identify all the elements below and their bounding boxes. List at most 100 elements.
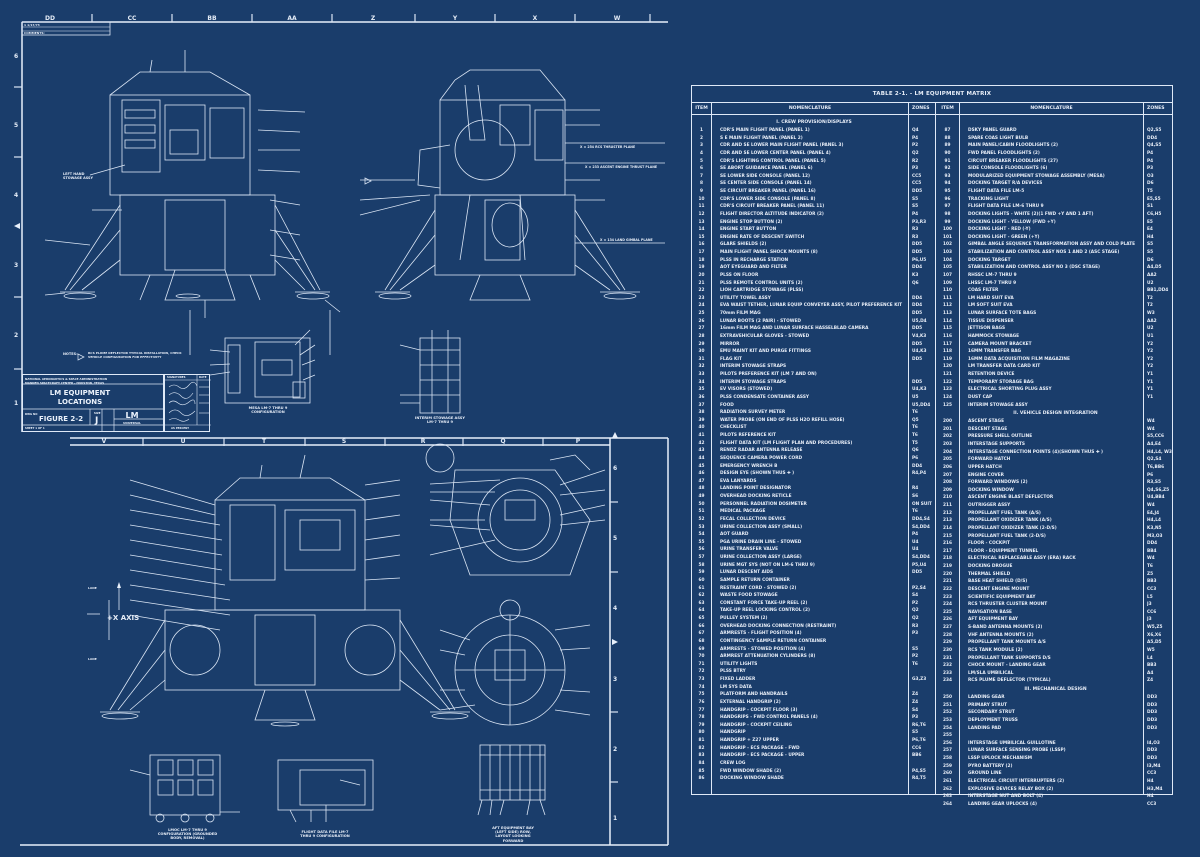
- item-number: 1: [700, 128, 703, 133]
- item-number: 111: [943, 295, 952, 301]
- item-number: 216: [943, 541, 952, 547]
- item-number: 254: [943, 725, 952, 731]
- nomenclature-cell: CDR'S LOWER SIDE CONSOLE (PANEL 8): [720, 196, 816, 202]
- item-number: 226: [943, 617, 952, 623]
- zones-cell: Q6: [912, 280, 919, 286]
- nomenclature-cell: UPPER HATCH: [968, 464, 1002, 470]
- zones-cell: R3: [912, 234, 919, 240]
- item-number: 232: [943, 663, 952, 669]
- zones-cell: P3: [912, 631, 919, 637]
- item-number: 90: [944, 150, 951, 156]
- zones-cell: BB3: [1147, 579, 1157, 585]
- zones-cell: Y1: [1147, 372, 1154, 377]
- item-number: 250: [943, 695, 952, 700]
- zones-cell: [1147, 402, 1172, 410]
- nomenclature-cell: ENGINE RATE OF DESCENT SWITCH: [720, 234, 805, 240]
- item-number: 257: [943, 748, 952, 754]
- zones-cell: DD3: [1147, 710, 1158, 716]
- zones-cell: Q2: [912, 608, 919, 614]
- item-number: 60: [698, 577, 705, 583]
- zones-cell: U2: [1147, 326, 1154, 332]
- item-number: 212: [943, 510, 952, 516]
- zones-cell: U4: [912, 539, 919, 545]
- zones-cell: S4,DD4: [912, 524, 930, 530]
- section-spacer: [1147, 409, 1172, 418]
- item-number: 48: [698, 486, 705, 492]
- zone-label: Z: [370, 15, 376, 22]
- nomenclature-cell: URINE MGT SYS (NOT ON LM-6 THRU 9): [720, 562, 815, 568]
- zone-label: DD: [45, 15, 55, 22]
- equipment-matrix-table: TABLE 2-1. - LM EQUIPMENT MATRIX ITEM NO…: [691, 85, 1173, 807]
- nomenclature-cell: TAKE-UP REEL LOCKING CONTROL (2): [720, 608, 810, 614]
- zones-cell: Y2: [1147, 364, 1154, 370]
- nomenclature-cell: FLOOR - EQUIPMENT TUNNEL: [968, 548, 1039, 554]
- nomenclature-cell: ELECTRICAL REPLACEABLE ASSY (ERA) RACK: [968, 556, 1076, 562]
- item-number: 75: [698, 692, 705, 698]
- item-number: 37: [698, 402, 705, 408]
- zones-cell: R4,T5: [912, 776, 926, 782]
- zones-cell: H4,L4: [1147, 518, 1161, 524]
- item-number: 114: [943, 318, 952, 324]
- zones-cell: DD4: [912, 303, 923, 309]
- zones-cell: Z4: [1147, 678, 1154, 684]
- nomenclature-cell: FECAL COLLECTION DEVICE: [720, 516, 786, 522]
- nomenclature-cell: RCS TANK MODULE (2): [968, 647, 1023, 653]
- nomenclature-cell: SIDE CONSOLE FLOODLIGHTS (6): [968, 166, 1048, 172]
- zones-cell: [912, 638, 935, 646]
- nomenclature-cell: DOCKING DROGUE: [968, 564, 1013, 569]
- rcs-thruster-plane-callout: X = 254 RCS THRUSTER PLANE: [580, 145, 636, 149]
- nomenclature-cell: DOCKING WINDOW: [968, 487, 1014, 493]
- zones-cell: DD5: [912, 326, 923, 332]
- nomenclature-cell: OVERHEAD DOCKING RETICLE: [720, 494, 792, 499]
- nomenclature-cell: FLIGHT DATA KIT (LM FLIGHT PLAN AND PROC…: [720, 440, 853, 446]
- nomenclature-cell: CONTINGENCY SAMPLE RETURN CONTAINER: [720, 638, 827, 644]
- nomenclature-cell: UTILITY LIGHTS: [720, 661, 758, 667]
- item-number: 51: [698, 509, 705, 515]
- zones-cell: U2: [1147, 280, 1154, 286]
- size-label: SIZE: [94, 412, 101, 415]
- nomenclature-cell: DOCKING TARGET R/A DEVICES: [968, 181, 1043, 187]
- nomenclature-cell: FIXED LADDER: [720, 677, 756, 682]
- item-number: 112: [943, 303, 952, 309]
- nomenclature-cell: MIRROR: [720, 341, 740, 347]
- row-label: 2: [613, 746, 618, 753]
- nomenclature-cell: PYRO BATTERY (2): [968, 763, 1013, 769]
- zones-cell: [912, 668, 935, 676]
- nomenclature-cell: TRACKING LIGHT: [968, 196, 1009, 202]
- item-number: 59: [698, 570, 705, 576]
- zones-cell: P2,S4: [912, 585, 926, 591]
- nomenclature-cell: PROPELLANT OXIDIZER TANK (2-D/S): [968, 525, 1057, 531]
- row-label: 6: [14, 53, 19, 60]
- nomenclature-cell: LANDING PAD: [968, 725, 1002, 731]
- nomenclature-cell: LSSP UPLOCK MECHANISM: [968, 756, 1033, 761]
- nomenclature-cell: GIMBAL ANGLE SEQUENCE TRANSFORMATION ASS…: [968, 242, 1136, 248]
- zones-cell: Y2: [1147, 356, 1154, 362]
- nomenclature-cell: EXTRAVEHICULAR GLOVES - STOWED: [720, 333, 810, 339]
- item-number: 201: [943, 426, 952, 432]
- item-number: 42: [698, 440, 705, 446]
- item-number: 17: [698, 250, 705, 255]
- zones-cell: CC3: [1147, 586, 1157, 592]
- nomenclature-cell: WATER PROBE (ON END OF PLSS H2O REFILL H…: [720, 417, 845, 423]
- item-number: 122: [943, 379, 952, 385]
- item-number: 65: [698, 616, 705, 621]
- zones-cell: S1: [1147, 204, 1154, 210]
- signatures-label: SIGNATURES: [167, 376, 186, 379]
- item-number: 221: [943, 579, 952, 585]
- item-number: 2: [700, 135, 703, 141]
- nomenclature-cell: CAMERA MOUNT BRACKET: [968, 341, 1032, 347]
- zone-label: Q: [500, 438, 506, 445]
- zones-cell: R6,T6: [912, 722, 926, 728]
- item-number: 38: [698, 410, 705, 416]
- item-number: 34: [698, 379, 705, 385]
- zones-cell: Q5: [912, 417, 919, 423]
- zones-cell: Q2: [912, 616, 919, 621]
- nomenclature-cell: URINE COLLECTION ASSY (SMALL): [720, 524, 803, 530]
- nomenclature-cell: UTILITY TOWEL ASSY: [720, 295, 771, 301]
- item-number: 124: [943, 394, 952, 400]
- item-number: 36: [698, 394, 705, 400]
- nomenclature-cell: INTERSTAGE SUPPORTS: [968, 442, 1026, 447]
- zones-cell: P6: [1147, 472, 1154, 478]
- nomenclature-cell: COAS FILTER: [968, 288, 999, 294]
